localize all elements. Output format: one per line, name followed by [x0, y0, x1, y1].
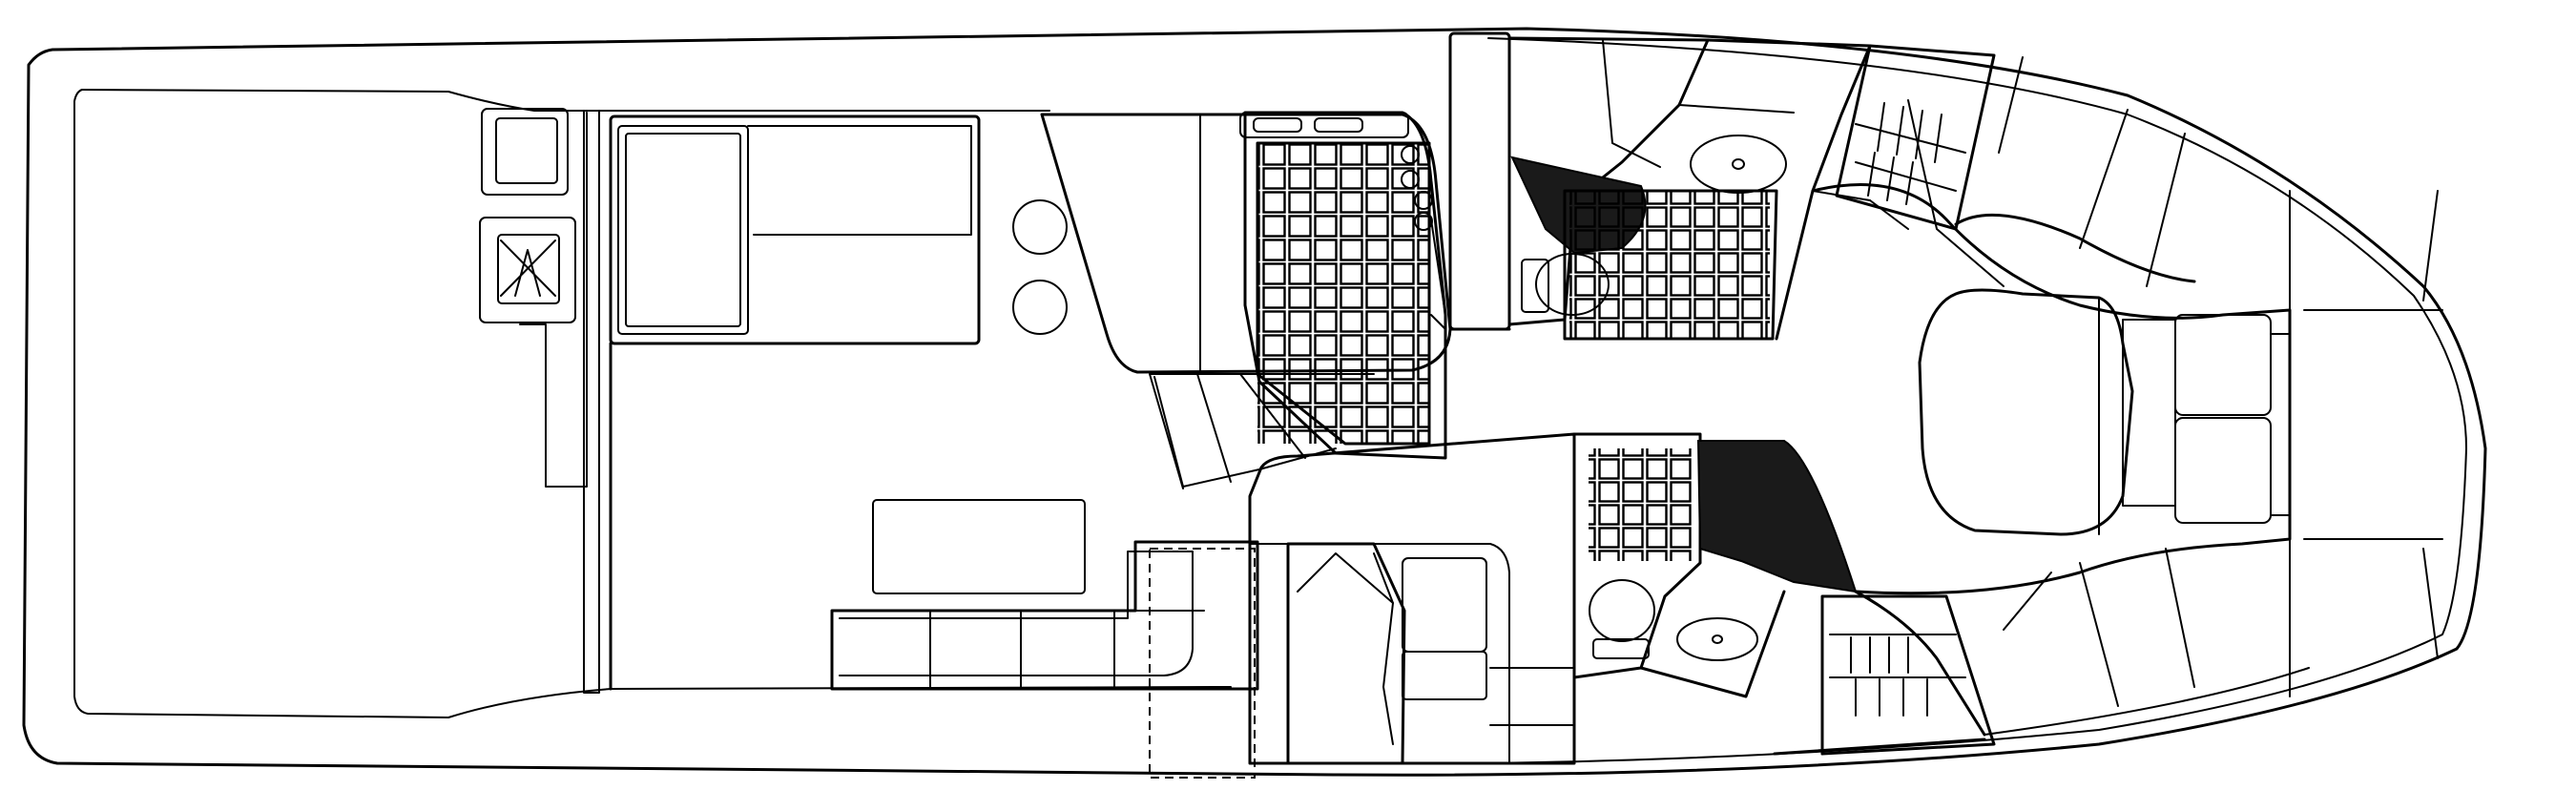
aft-cockpit — [479, 108, 600, 694]
head-toilet — [1589, 579, 1655, 642]
forward-stateroom — [1773, 56, 2443, 756]
salon-table — [872, 499, 1086, 594]
stair-hatch — [1696, 440, 1858, 593]
head-sink — [1690, 135, 1787, 194]
hanging-locker-bottom — [1820, 594, 1996, 756]
galley — [1239, 111, 1447, 460]
head-sink — [1676, 617, 1758, 661]
hidden-berth-outline — [1149, 548, 1256, 779]
mid-cabin — [1248, 432, 1576, 765]
bar-stool — [1012, 199, 1068, 255]
central-bulkhead — [1448, 31, 1511, 331]
forward-head-bottom — [1572, 432, 1858, 698]
forward-head-top — [1507, 36, 1872, 341]
salon — [609, 113, 1452, 779]
bar-stool — [1012, 280, 1068, 335]
hanging-locker-top — [1835, 44, 1996, 231]
forward-berth — [1918, 288, 2134, 536]
cockpit-sink — [479, 217, 576, 323]
head-toilet — [1535, 253, 1610, 316]
